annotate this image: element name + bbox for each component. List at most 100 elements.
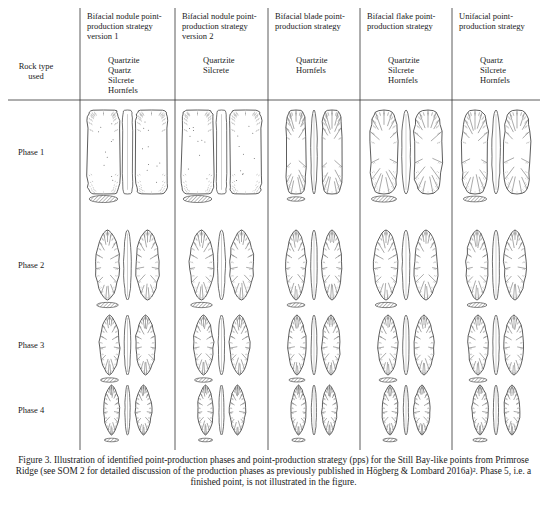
hatch-stroke [484, 133, 485, 135]
hatch-stroke [381, 239, 382, 241]
hatch-stroke [162, 181, 163, 183]
hatch-stroke [332, 296, 333, 298]
hatch-stroke [248, 281, 250, 282]
hatch-stroke [289, 249, 291, 251]
hatch-stroke [333, 319, 334, 321]
hatch-stroke [140, 281, 142, 282]
hatch-stroke [94, 112, 96, 115]
flake-scar [430, 177, 433, 194]
hatch-stroke [300, 286, 302, 288]
hatch-stroke [393, 248, 395, 250]
hatch-stroke [241, 370, 242, 372]
hatch-stroke [374, 171, 375, 172]
hatch-stroke [201, 298, 202, 300]
hatch-stroke [141, 188, 142, 190]
hatch-stroke [156, 275, 158, 276]
hatch-stroke [236, 291, 238, 293]
flake-scar [478, 233, 481, 248]
hatch-stroke [382, 295, 383, 297]
hatch-stroke [196, 331, 198, 333]
hatch-stroke [469, 249, 471, 251]
hatch-stroke [150, 331, 152, 333]
hatch-stroke [434, 114, 436, 116]
hatch-stroke [324, 336, 326, 338]
cross-section [467, 303, 487, 308]
hatch-stroke [391, 286, 393, 288]
hatch-stroke [323, 181, 325, 183]
hatch-stroke [429, 295, 430, 297]
flake-scar [146, 284, 147, 300]
hatch-stroke [338, 123, 340, 125]
hatch-stroke [526, 162, 527, 163]
hatch-stroke [207, 115, 208, 117]
hatch-stroke [210, 118, 211, 120]
flake-scar [203, 315, 204, 327]
hatch-stroke [470, 287, 472, 289]
hatch-stroke [517, 294, 518, 296]
flake-scar [418, 242, 424, 252]
hatch-stroke [477, 298, 478, 300]
hatch-stroke [145, 372, 146, 374]
hatch-stroke [143, 190, 145, 191]
hatch-stroke [333, 322, 334, 324]
hatch-stroke [416, 162, 417, 163]
hatch-stroke [231, 336, 233, 338]
hatch-stroke [469, 115, 471, 117]
point-face [87, 110, 121, 194]
hatch-stroke [303, 175, 305, 177]
hatch-stroke [338, 166, 340, 167]
hatch-stroke [186, 112, 188, 114]
flake-scar [230, 267, 237, 268]
hatch-stroke [245, 291, 246, 293]
flake-scar [336, 267, 341, 268]
hatch-stroke [116, 129, 117, 131]
hatch-stroke [195, 243, 197, 245]
hatch-stroke [299, 113, 300, 115]
hatch-stroke [209, 268, 211, 269]
flake-scar [515, 284, 516, 299]
hatch-stroke [207, 368, 208, 370]
hatch-stroke [204, 373, 205, 375]
hatch-stroke [328, 371, 329, 373]
point-profile [218, 230, 226, 300]
hatch-stroke [97, 261, 99, 263]
hatch-stroke [257, 115, 258, 117]
hatch-stroke [298, 370, 299, 372]
hatch-stroke [431, 190, 432, 192]
hatch-stroke [432, 191, 433, 193]
flake-scar [235, 283, 239, 293]
hatch-stroke [290, 342, 292, 344]
hatch-stroke [381, 291, 382, 293]
hatch-stroke [376, 190, 378, 192]
hatch-stroke [389, 115, 391, 117]
hatch-stroke [519, 292, 520, 294]
hatch-stroke [257, 186, 258, 188]
hatch-stroke [324, 185, 326, 187]
hatch-stroke [141, 243, 143, 245]
hatch-stroke [232, 186, 233, 188]
hatch-stroke [522, 115, 524, 117]
flake-scar [325, 112, 330, 130]
hatch-stroke [486, 132, 487, 134]
hatch-stroke [200, 371, 201, 373]
hatch-stroke [232, 282, 234, 283]
hatch-stroke [325, 364, 326, 365]
hatch-stroke [287, 167, 289, 168]
hatch-stroke [184, 129, 185, 131]
hatch-stroke [196, 359, 198, 360]
hatch-stroke [303, 181, 305, 183]
hatch-stroke [302, 248, 304, 250]
hatch-stroke [139, 249, 141, 251]
hatch-stroke [211, 261, 213, 263]
hatch-stroke [154, 287, 156, 289]
point-profile [402, 230, 410, 300]
stone-points [87, 110, 531, 442]
profile-ridge [496, 114, 497, 190]
hatch-stroke [148, 296, 149, 298]
hatch-stroke [482, 187, 484, 189]
flake-scar [101, 336, 107, 340]
cross-section [289, 378, 305, 382]
cortex-dot [144, 122, 145, 123]
hatch-stroke [339, 255, 341, 257]
hatch-stroke [304, 167, 306, 168]
